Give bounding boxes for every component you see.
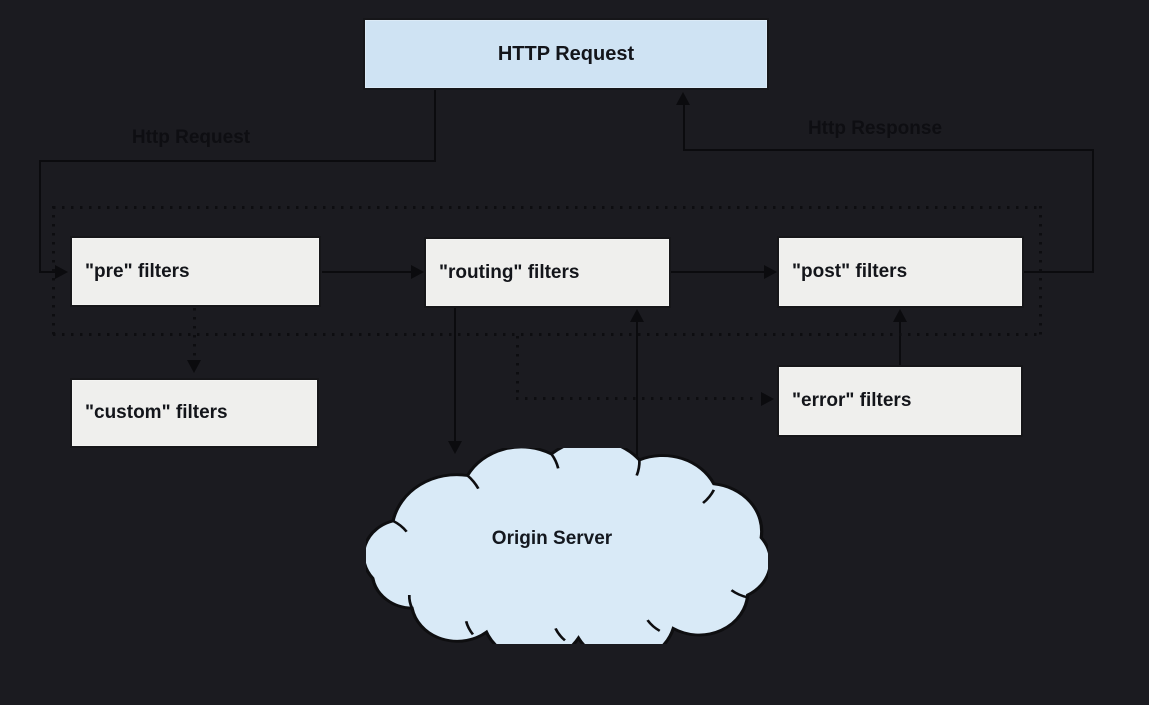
connector-request-down: [434, 90, 436, 162]
dotted-boundary-left: [52, 206, 55, 336]
dotted-connector-error-down: [516, 336, 519, 399]
node-routing-filters: "routing" filters: [424, 237, 671, 308]
arrowhead-into-error: [761, 392, 774, 406]
dotted-connector-pre-custom: [193, 308, 196, 360]
connector-routing-post: [671, 271, 765, 273]
arrowhead-into-request: [676, 92, 690, 105]
arrowhead-into-custom: [187, 360, 201, 373]
connector-post-right: [1024, 271, 1094, 273]
node-error-filters: "error" filters: [777, 365, 1023, 437]
node-http-request: HTTP Request: [363, 18, 769, 90]
dotted-boundary-bottom: [53, 333, 1041, 336]
label-http-request: Http Request: [131, 127, 251, 148]
connector-response-across: [683, 149, 1093, 151]
connector-origin-routing: [636, 322, 638, 466]
node-error-filters-label: "error" filters: [792, 390, 912, 411]
arrowhead-into-pre: [55, 265, 68, 279]
dotted-boundary-top: [53, 206, 1041, 209]
arrowhead-pre-routing: [411, 265, 424, 279]
node-pre-filters-label: "pre" filters: [85, 260, 190, 282]
dotted-boundary-right: [1039, 206, 1042, 336]
node-pre-filters: "pre" filters: [70, 236, 321, 307]
connector-pre-routing: [322, 271, 412, 273]
node-origin-server-label: Origin Server: [491, 528, 613, 549]
arrowhead-routing-post: [764, 265, 777, 279]
connector-response-into-request: [683, 103, 685, 151]
arrowhead-origin-routing: [630, 309, 644, 322]
node-http-request-label: HTTP Request: [497, 42, 635, 65]
connector-request-left-down: [39, 160, 41, 273]
dotted-connector-error-across: [516, 397, 759, 400]
node-post-filters-label: "post" filters: [792, 261, 908, 282]
arrowhead-error-post: [893, 309, 907, 322]
connector-response-up: [1092, 149, 1094, 273]
node-post-filters: "post" filters: [777, 236, 1024, 308]
connector-request-across: [39, 160, 436, 162]
label-http-response: Http Response: [807, 118, 943, 139]
node-custom-filters: "custom" filters: [70, 378, 319, 448]
node-custom-filters-label: "custom" filters: [85, 402, 228, 423]
connector-error-post: [899, 322, 901, 365]
connector-routing-origin: [454, 308, 456, 441]
arrowhead-into-origin: [448, 441, 462, 454]
node-routing-filters-label: "routing" filters: [439, 261, 580, 283]
connector-into-pre: [39, 271, 56, 273]
